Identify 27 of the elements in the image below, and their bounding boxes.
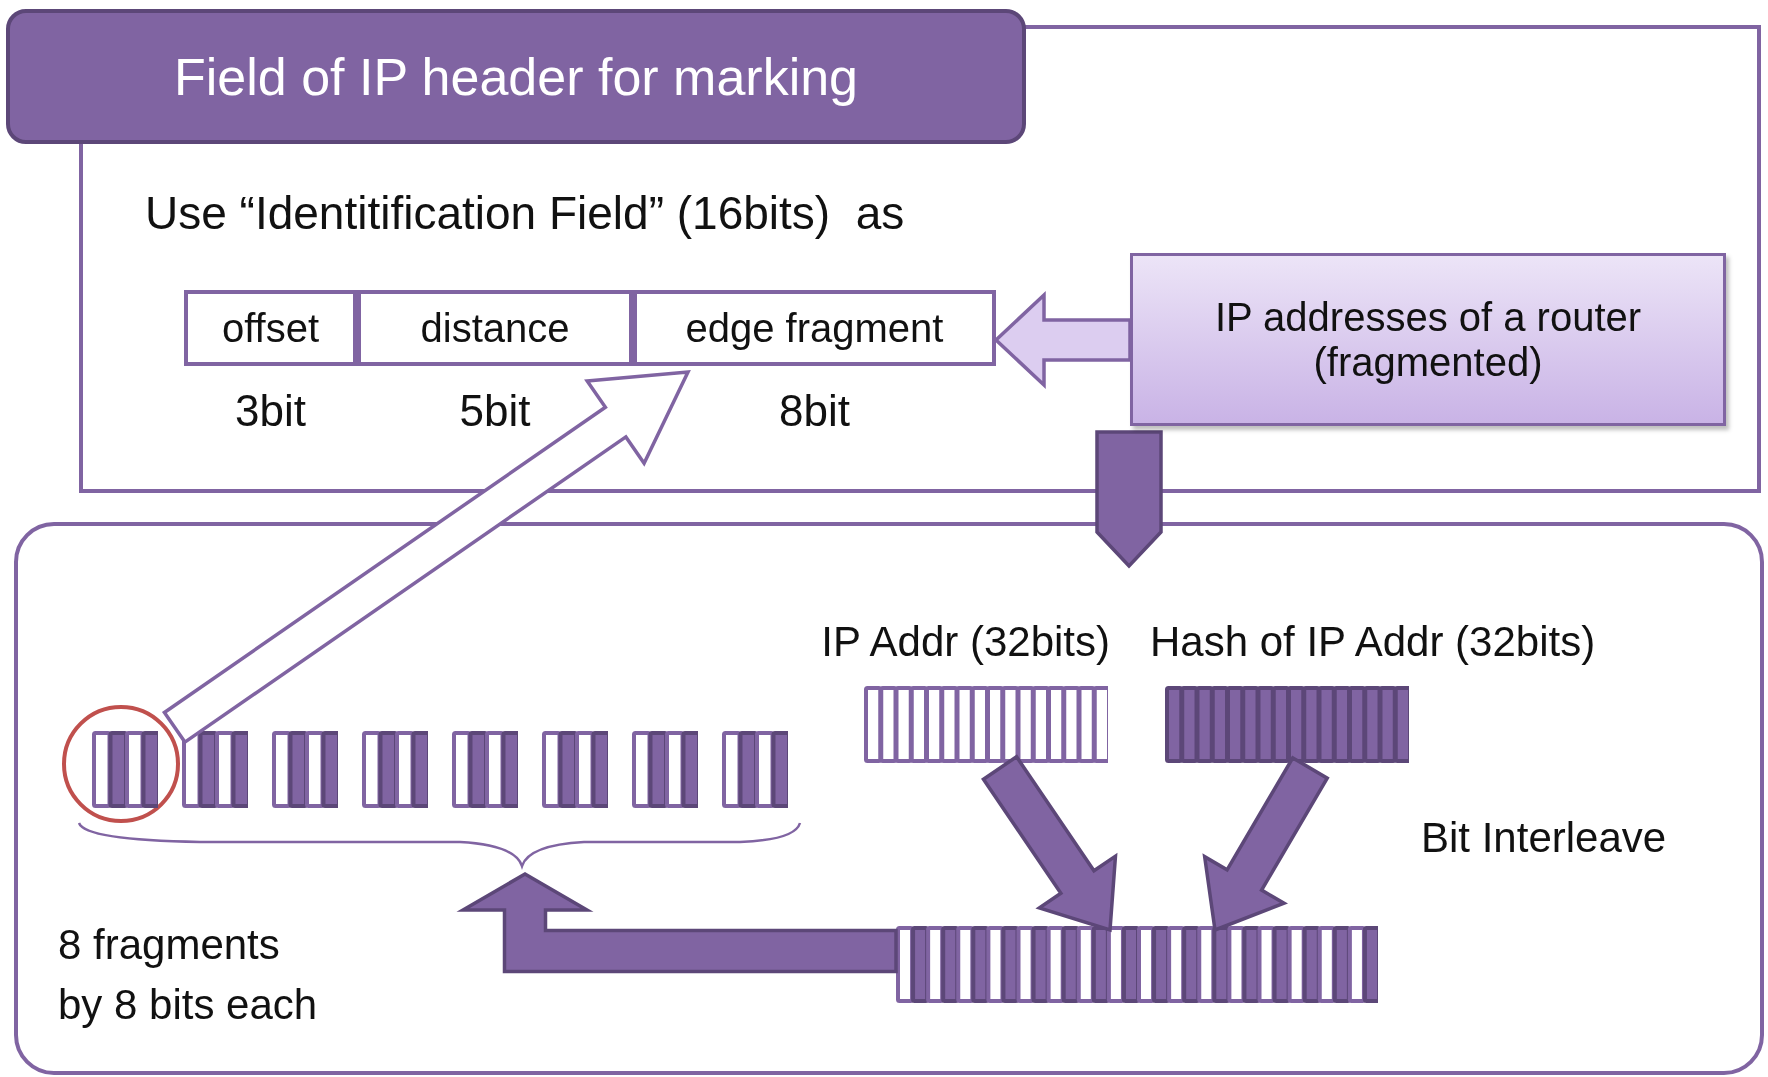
- highlight-circle: [62, 705, 180, 823]
- u-turn-arrow: [456, 871, 898, 974]
- fragment-bar: [452, 731, 518, 808]
- block-arrow: [993, 290, 1132, 390]
- bit-width-label: 5bit: [459, 386, 531, 436]
- fragment-bar: [182, 731, 248, 808]
- bar-heading: IP Addr (32bits): [821, 618, 1110, 666]
- annotation-text: 8 fragments by 8 bits each: [58, 920, 319, 1030]
- fragment-bar: [272, 731, 338, 808]
- annotation-text: Bit Interleave: [1421, 813, 1667, 863]
- bar-heading: Hash of IP Addr (32bits): [1150, 618, 1596, 666]
- interleaved-bit-bar: [896, 926, 1378, 1003]
- fragment-bar: [632, 731, 698, 808]
- callout-box: IP addresses of a router (fragmented): [1130, 253, 1726, 426]
- title-banner: Field of IP header for marking: [6, 9, 1026, 144]
- block-arrow: [1202, 755, 1330, 933]
- panel: [79, 144, 1761, 493]
- intro-text: Use “Identitification Field” (16bits) as: [145, 186, 905, 240]
- fragment-bar: [542, 731, 608, 808]
- bit-width-label: 8bit: [779, 386, 850, 436]
- bit-width-label: 3bit: [235, 386, 306, 436]
- fragment-bar: [722, 731, 788, 808]
- panel: [14, 522, 1764, 1075]
- fragment-bar: [362, 731, 428, 808]
- block-arrow: [981, 754, 1118, 933]
- fragment-bar: [92, 731, 158, 808]
- hollow-arrow: [161, 370, 691, 745]
